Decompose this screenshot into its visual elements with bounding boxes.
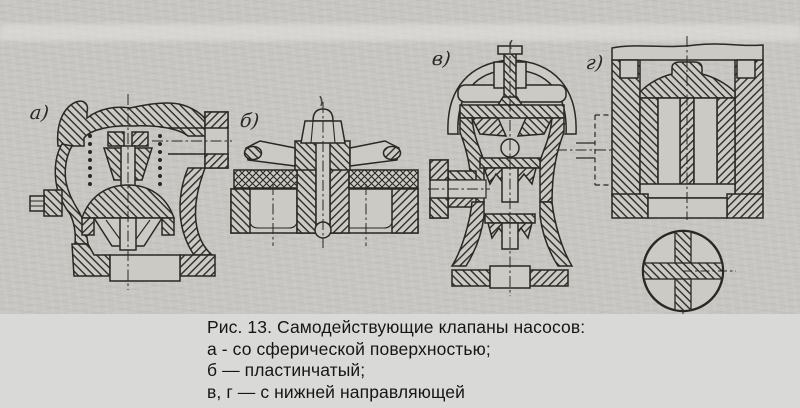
valve-v-centerlines — [428, 42, 618, 296]
valve-b-body — [230, 108, 419, 239]
pencil-mark — [319, 96, 323, 107]
figure-label-g: г) — [584, 52, 605, 74]
caption-line-vg: в, г — с нижней направляющей — [207, 381, 465, 402]
valve-b-drawing — [228, 96, 428, 256]
valve-a-drawing — [28, 92, 233, 292]
figure-caption: Рис. 13. Самодействующие клапаны насосов… — [207, 317, 585, 403]
caption-line-a: а - со сферической поверхностью; — [207, 338, 491, 359]
figure-label-a: а) — [28, 102, 50, 124]
valve-g-drawing — [610, 36, 765, 221]
figure-label-b: б) — [238, 110, 261, 132]
caption-line-b: б — пластинчатый; — [207, 360, 366, 380]
caption-strip: Рис. 13. Самодействующие клапаны насосов… — [0, 314, 800, 408]
valve-g-cross-section — [638, 225, 738, 321]
caption-title: Рис. 13. Самодействующие клапаны насосов… — [207, 317, 586, 337]
valve-g-body — [611, 43, 764, 219]
valve-b-centerlines — [272, 102, 367, 248]
paper-crease-band — [0, 24, 800, 41]
valve-a-body — [29, 100, 229, 282]
valve-v-body — [429, 45, 595, 289]
valve-a-spring-dots — [88, 134, 162, 186]
valve-v-drawing — [428, 40, 618, 298]
figure-label-v: в) — [430, 48, 452, 70]
valve-a-centerlines — [127, 94, 232, 290]
